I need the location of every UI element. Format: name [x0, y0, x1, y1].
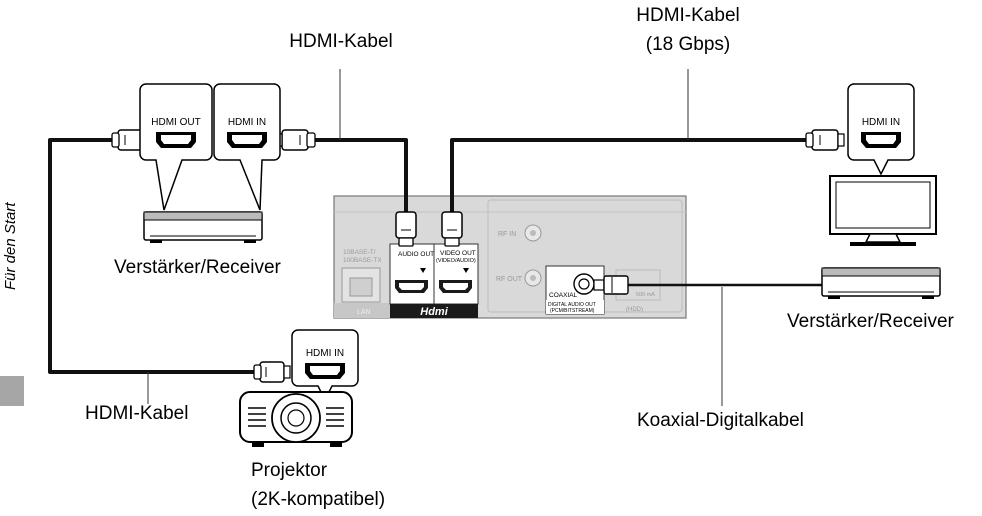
hdmi-cable-18gbps-sub-label: (18 Gbps)	[645, 34, 731, 55]
lan-speed-label-2: 100BASE-TX	[343, 257, 382, 264]
usb-hdd-label: (HDD)	[626, 307, 643, 313]
lan-label: LAN	[357, 309, 371, 316]
hdmi-out-label: HDMI OUT	[151, 117, 200, 128]
cables	[48, 138, 810, 374]
rf-out-port: RF OUT	[496, 269, 542, 287]
usb-current-label: 500 mA	[636, 292, 655, 298]
hdmi-plug-player-audio	[395, 211, 417, 247]
tv-icon	[829, 175, 937, 246]
digital-audio-out-sub-label: (PCM/BITSTREAM)	[550, 308, 595, 314]
lan-speed-label: 10BASE-T/	[343, 249, 376, 256]
rf-in-label: RF IN	[498, 231, 516, 238]
audio-out-label: AUDIO OUT	[398, 251, 434, 258]
hdmi-in-projector-label: HDMI IN	[306, 348, 344, 359]
projector-sub-label: (2K-kompatibel)	[251, 489, 386, 510]
projector-icon	[239, 391, 353, 447]
hdmi-plug-tv	[805, 129, 845, 151]
hdmi-cable-player-audio-to-amp	[315, 138, 408, 212]
hdmi-in-tv-label: HDMI IN	[862, 117, 900, 128]
hdmi-cable-18gbps-label: HDMI-Kabel	[636, 5, 740, 26]
amp-receiver-right-label: Verstärker/Receiver	[787, 311, 954, 332]
amplifier-receiver-left	[143, 211, 263, 243]
hdmi-logo: Hdmi	[420, 306, 448, 318]
hdmi-cable-left-label: HDMI-Kabel	[85, 403, 189, 424]
digital-audio-out-label: DIGITAL AUDIO OUT	[548, 302, 596, 308]
callout-hdmi-out: HDMI OUT	[139, 83, 213, 211]
hdmi-plug-player-video	[441, 211, 463, 247]
hdmi-in-amp-label: HDMI IN	[228, 117, 266, 128]
lan-port: 10BASE-T/ 100BASE-TX LAN	[334, 249, 390, 318]
coaxial-cable-label: Koaxial-Digitalkabel	[637, 410, 804, 431]
rf-in-port: RF IN	[498, 224, 542, 242]
callout-hdmi-in-projector: HDMI IN	[291, 329, 359, 402]
hdmi-plug-projector	[253, 361, 291, 383]
player-rear-panel: 10BASE-T/ 100BASE-TX LAN AUDIO OUT VIDEO…	[333, 195, 687, 319]
projector-label: Projektor	[251, 460, 328, 481]
hdmi-cable-top-label: HDMI-Kabel	[289, 31, 393, 52]
label-leader-lines	[147, 69, 723, 406]
callout-hdmi-in-tv: HDMI IN	[847, 83, 915, 176]
coaxial-label: COAXIAL	[549, 292, 578, 299]
hdmi-port-block: AUDIO OUT VIDEO OUT (VIDEO/AUDIO) Hdmi	[389, 243, 479, 318]
video-out-sub-label: (VIDEO/AUDIO)	[436, 258, 476, 264]
section-tab-marker	[0, 376, 24, 406]
callout-hdmi-in-amp: HDMI IN	[213, 83, 281, 211]
video-out-label: VIDEO OUT	[440, 250, 476, 257]
hdmi-plug-amp-in	[275, 129, 316, 151]
hdmi-cable-amp-to-projector	[48, 138, 258, 374]
amp-receiver-left-label: Verstärker/Receiver	[114, 257, 281, 278]
coaxial-plug	[593, 275, 629, 295]
rf-out-label: RF OUT	[496, 276, 523, 283]
hdmi-cable-player-video-to-tv	[450, 138, 810, 212]
amplifier-receiver-right	[821, 267, 941, 299]
